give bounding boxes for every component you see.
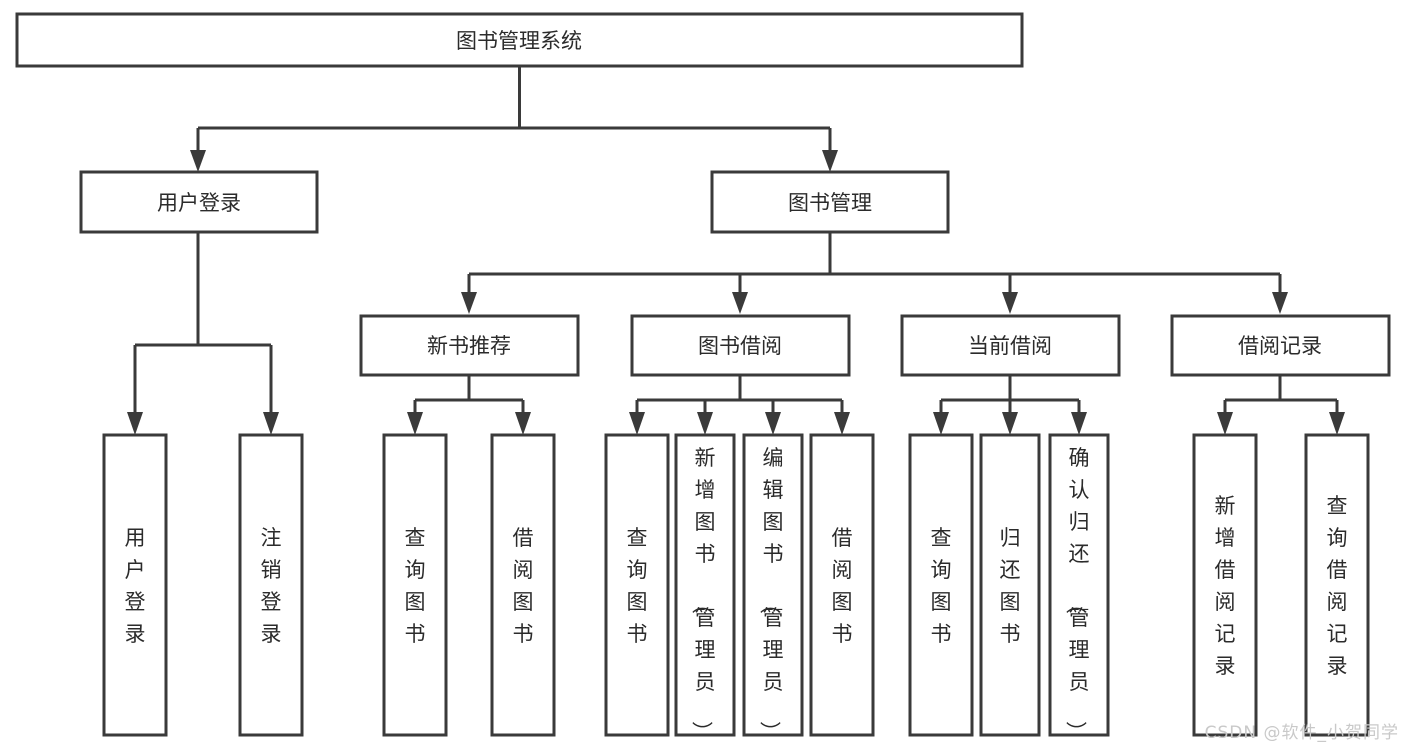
node-leaf-return-book[interactable]: 归还图书 [979,433,1041,737]
node-root[interactable]: 图书管理系统 [15,12,1024,68]
node-borrow-record-box[interactable] [1170,314,1391,377]
arrow-leaf-return-book [1002,412,1018,435]
node-leaf-edit-book-box[interactable] [742,433,804,737]
arrow-borrow-record [1272,292,1288,314]
node-current-borrow-box[interactable] [900,314,1121,377]
node-leaf-confirm-return-box[interactable] [1048,433,1110,737]
arrow-leaf-borrow-book-1 [515,412,531,435]
node-book-borrow-label: 图书借阅 [698,334,782,358]
node-book-manage[interactable]: 图书管理 [710,170,950,234]
node-leaf-logout[interactable]: 注销登录 [238,433,304,737]
node-borrow-record[interactable]: 借阅记录 [1170,314,1391,377]
node-leaf-edit-book[interactable]: 编辑图书（管理员） [742,433,804,742]
node-leaf-borrow-book-2[interactable]: 借阅图书 [809,433,875,737]
node-leaf-borrow-book-2-box[interactable] [809,433,875,737]
arrow-leaf-edit-book [765,412,781,435]
arrow-to-book-manage [822,150,838,172]
node-book-manage-label: 图书管理 [788,191,872,215]
arrow-leaf-query-book-3 [933,412,949,435]
node-leaf-edit-book-label: 编辑图书（管理员） [758,446,784,742]
arrow-leaf-query-book-2 [629,412,645,435]
arrow-leaf-query-book-1 [407,412,423,435]
arrow-leaf-confirm-return [1071,412,1087,435]
node-leaf-add-record-label: 新增借阅记录 [1215,494,1236,678]
arrow-book-borrow [732,292,748,314]
node-new-book-recommend-label: 新书推荐 [427,334,511,358]
node-new-book-recommend[interactable]: 新书推荐 [359,314,580,377]
node-leaf-query-book-3-box[interactable] [908,433,974,737]
arrow-current-borrow [1002,292,1018,314]
node-user-login-box[interactable] [79,170,319,234]
node-leaf-query-book-3-label: 查询图书 [931,526,952,646]
arrow-to-user-login [190,150,206,172]
node-leaf-confirm-return-label: 确认归还（管理员） [1064,446,1090,742]
node-leaf-query-book-1-box[interactable] [382,433,448,737]
node-leaf-logout-label: 注销登录 [261,526,282,646]
node-root-box[interactable] [15,12,1024,68]
node-book-manage-box[interactable] [710,170,950,234]
node-leaf-user-login-box[interactable] [102,433,168,737]
node-leaf-query-record[interactable]: 查询借阅记录 [1304,433,1370,737]
node-leaf-user-login-label: 用户登录 [125,526,146,646]
arrow-leaf-logout [263,412,279,435]
arrow-leaf-query-record [1329,412,1345,435]
node-user-login[interactable]: 用户登录 [79,170,319,234]
node-leaf-query-record-label: 查询借阅记录 [1327,494,1348,678]
node-leaf-borrow-book-1-label: 借阅图书 [513,526,534,646]
arrow-leaf-borrow-book-2 [834,412,850,435]
node-leaf-query-book-1[interactable]: 查询图书 [382,433,448,737]
node-leaf-add-book[interactable]: 新增图书（管理员） [674,433,736,742]
node-current-borrow-label: 当前借阅 [968,334,1052,358]
node-leaf-return-book-box[interactable] [979,433,1041,737]
node-leaf-query-book-1-label: 查询图书 [405,526,426,646]
node-leaf-query-record-box[interactable] [1304,433,1370,737]
node-leaf-user-login[interactable]: 用户登录 [102,433,168,737]
node-leaf-borrow-book-2-label: 借阅图书 [832,526,853,646]
node-leaf-return-book-label: 归还图书 [1000,526,1021,646]
edge-group [127,66,1345,435]
node-leaf-add-book-box[interactable] [674,433,736,737]
arrow-leaf-add-record [1217,412,1233,435]
node-leaf-confirm-return[interactable]: 确认归还（管理员） [1048,433,1110,742]
node-book-borrow[interactable]: 图书借阅 [630,314,851,377]
node-leaf-add-record[interactable]: 新增借阅记录 [1192,433,1258,737]
arrow-new-book-recommend [461,292,477,314]
node-leaf-add-book-label: 新增图书（管理员） [690,446,716,742]
node-leaf-add-record-box[interactable] [1192,433,1258,737]
arrow-leaf-user-login [127,412,143,435]
node-leaf-query-book-3[interactable]: 查询图书 [908,433,974,737]
node-new-book-recommend-box[interactable] [359,314,580,377]
node-leaf-borrow-book-1-box[interactable] [490,433,556,737]
node-leaf-query-book-2-label: 查询图书 [627,526,648,646]
node-borrow-record-label: 借阅记录 [1238,334,1322,358]
node-leaf-query-book-2-box[interactable] [604,433,670,737]
node-current-borrow[interactable]: 当前借阅 [900,314,1121,377]
node-leaf-query-book-2[interactable]: 查询图书 [604,433,670,737]
node-root-label: 图书管理系统 [456,29,582,53]
node-leaf-logout-box[interactable] [238,433,304,737]
node-leaf-borrow-book-1[interactable]: 借阅图书 [490,433,556,737]
arrow-leaf-add-book [697,412,713,435]
node-user-login-label: 用户登录 [157,191,241,215]
node-book-borrow-box[interactable] [630,314,851,377]
